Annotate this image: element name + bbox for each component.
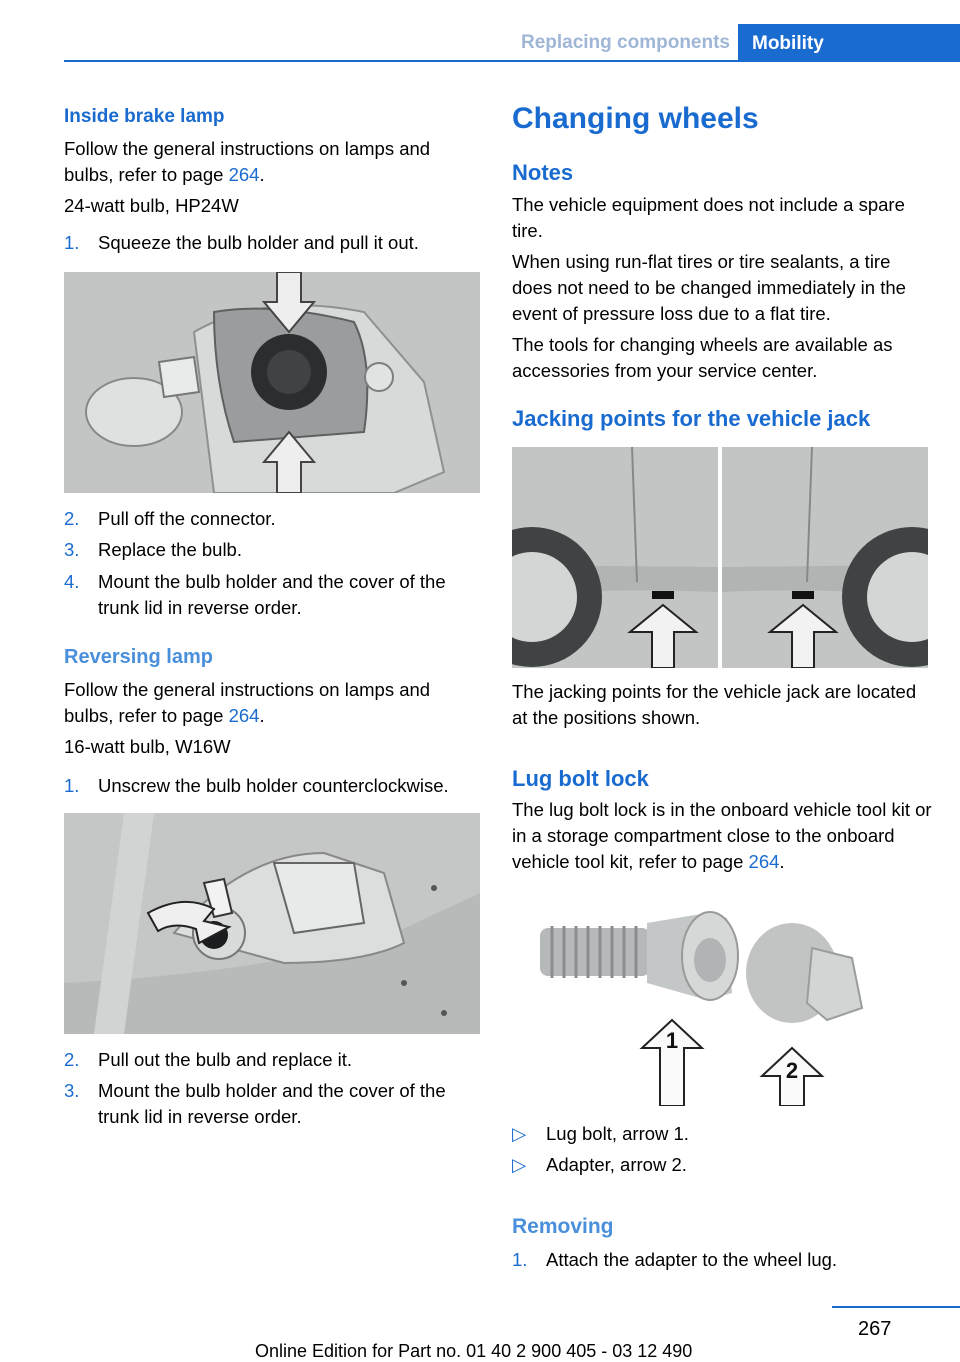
notes-paragraph: The vehicle equipment does not include a…: [512, 194, 905, 241]
arrow-label-2: 2: [786, 1058, 798, 1083]
heading-jacking-points: Jacking points for the vehicle jack: [512, 406, 871, 431]
step-number: 1.: [512, 1249, 528, 1270]
step-text: Replace the bulb.: [98, 539, 242, 560]
chapter-tab: Mobility: [738, 24, 960, 62]
heading-lug-bolt-lock: Lug bolt lock: [512, 766, 649, 791]
step-number: 3.: [64, 1080, 80, 1101]
brake-lamp-image: [64, 272, 480, 493]
notes-paragraph: When using run-flat tires or tire sealan…: [512, 251, 906, 324]
brake-lamp-illustration: [64, 272, 480, 493]
bullet-item: ▷ Adapter, arrow 2.: [512, 1152, 930, 1178]
reversing-lamp-image: [64, 813, 480, 1034]
paragraph-text: .: [779, 851, 785, 872]
paragraph-text: Follow the general instructions on lamps…: [64, 138, 431, 185]
heading-inside-brake-lamp: Inside brake lamp: [64, 106, 225, 127]
step-text: Pull off the connector.: [98, 508, 276, 529]
bullet-marker-icon: ▷: [512, 1154, 527, 1175]
paragraph-text: .: [259, 705, 265, 726]
heading-removing: Removing: [512, 1215, 614, 1238]
bullet-item: ▷ Lug bolt, arrow 1.: [512, 1121, 930, 1147]
heading-reversing-lamp: Reversing lamp: [64, 646, 213, 668]
step-number: 2.: [64, 508, 80, 529]
arrow-label-1: 1: [666, 1028, 678, 1053]
page-link[interactable]: 264: [228, 164, 260, 185]
step-item: 1. Attach the adapter to the wheel lug.: [512, 1247, 930, 1273]
paragraph-general-instructions: Follow the general instructions on lamps…: [64, 136, 482, 188]
paragraph-text: Follow the general instructions on lamps…: [64, 679, 431, 726]
jacking-points-illustration: [512, 447, 928, 668]
reversing-lamp-illustration: [64, 813, 480, 1034]
bullet-text: Adapter, arrow 2.: [546, 1154, 687, 1175]
step-number: 2.: [64, 1049, 80, 1070]
page-number: 267: [858, 1318, 892, 1340]
step-item: 3. Mount the bulb holder and the cover o…: [64, 1078, 482, 1130]
page-link[interactable]: 264: [228, 705, 260, 726]
bolt-thread: [540, 926, 650, 978]
step-item: 2. Pull out the bulb and replace it.: [64, 1047, 482, 1073]
step-number: 1.: [64, 232, 80, 253]
step-item: 1. Squeeze the bulb holder and pull it o…: [64, 230, 482, 256]
step-item: 3. Replace the bulb.: [64, 537, 482, 563]
step-text: Unscrew the bulb holder counterclockwise…: [98, 775, 449, 796]
notes-paragraph: The tools for changing wheels are availa…: [512, 334, 893, 381]
step-number: 4.: [64, 571, 80, 592]
paragraph-general-instructions: Follow the general instructions on lamps…: [64, 677, 482, 729]
step-text: Mount the bulb holder and the cover of t…: [98, 1080, 446, 1127]
step-text: Attach the adapter to the wheel lug.: [546, 1249, 838, 1270]
online-edition: Online Edition for Part no. 01 40 2 900 …: [255, 1341, 693, 1361]
page-header: Replacing components Mobility: [64, 24, 960, 62]
jacking-paragraph: The jacking points for the vehicle jack …: [512, 681, 917, 728]
bullet-marker-icon: ▷: [512, 1123, 527, 1144]
step-number: 1.: [64, 775, 80, 796]
paragraph-text: .: [259, 164, 265, 185]
step-item: 2. Pull off the connector.: [64, 506, 482, 532]
page-link[interactable]: 264: [748, 851, 780, 872]
jacking-points-image: [512, 447, 928, 668]
step-text: Squeeze the bulb holder and pull it out.: [98, 232, 419, 253]
bulb-spec: 24-watt bulb, HP24W: [64, 195, 239, 216]
step-text: Pull out the bulb and replace it.: [98, 1049, 353, 1070]
bullet-text: Lug bolt, arrow 1.: [546, 1123, 689, 1144]
footer-rule: [832, 1306, 960, 1308]
paragraph-text: The lug bolt lock is in the onboard vehi…: [512, 799, 932, 872]
lug-bolt-image: 1 2: [512, 908, 928, 1106]
heading-notes: Notes: [512, 160, 574, 185]
step-text: Mount the bulb holder and the cover of t…: [98, 571, 446, 618]
section-title: Replacing components: [520, 32, 730, 53]
step-item: 1. Unscrew the bulb holder counterclockw…: [64, 773, 482, 799]
heading-changing-wheels: Changing wheels: [512, 102, 759, 135]
step-item: 4. Mount the bulb holder and the cover o…: [64, 569, 482, 621]
lug-paragraph: The lug bolt lock is in the onboard vehi…: [512, 797, 932, 875]
bulb-spec: 16-watt bulb, W16W: [64, 736, 231, 757]
step-number: 3.: [64, 539, 80, 560]
lug-bolt-illustration: 1 2: [540, 911, 864, 1106]
